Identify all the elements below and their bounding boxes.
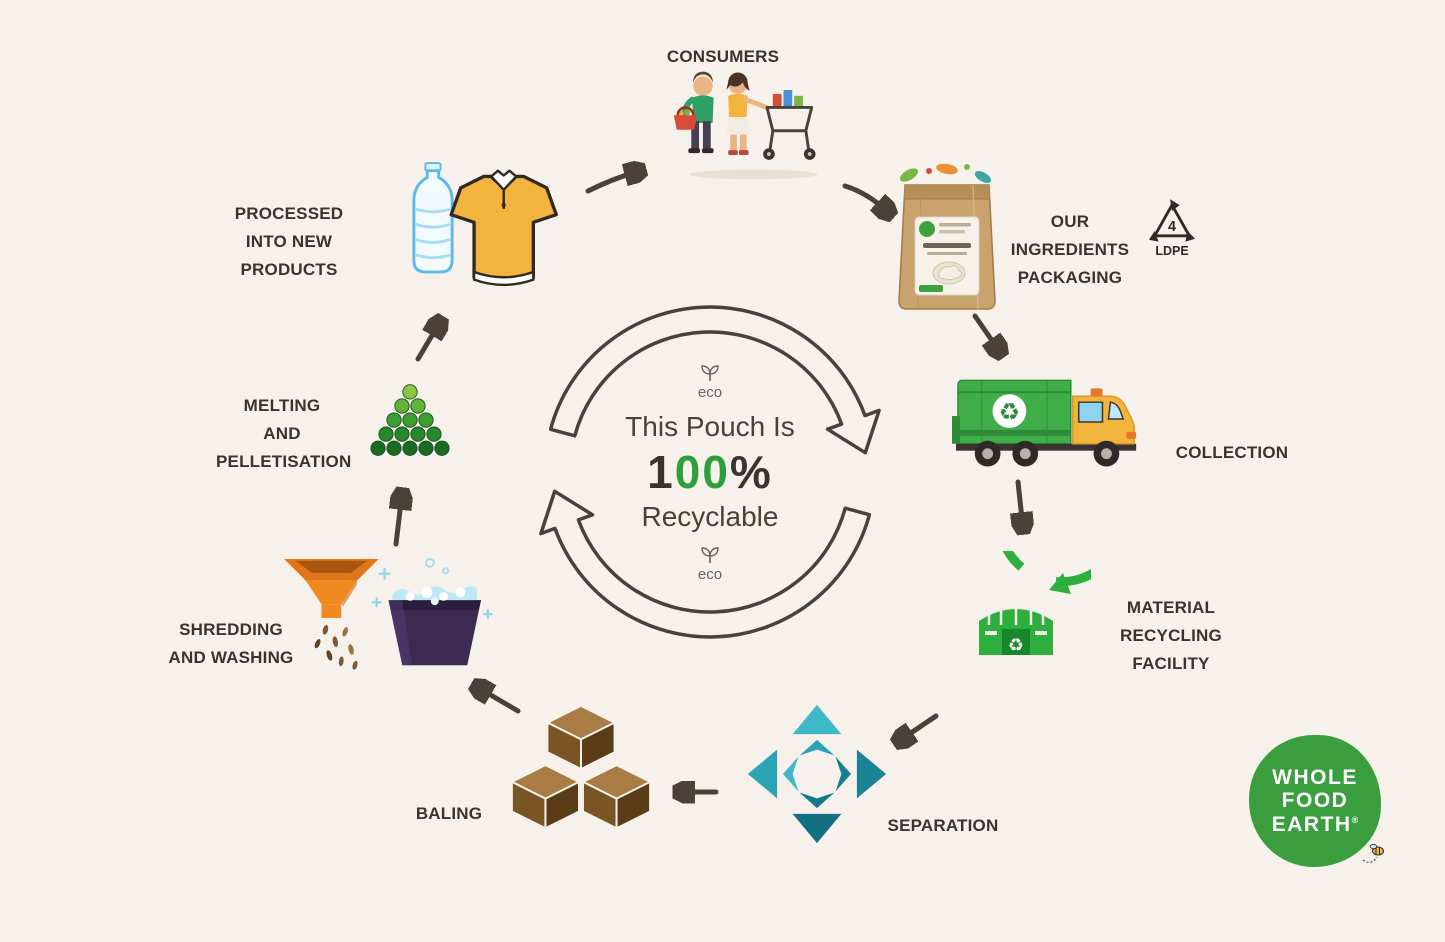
- eco-leaf-icon: [701, 547, 719, 563]
- eco-label-bottom: eco: [697, 566, 723, 583]
- melting-label-line1: MELTING: [243, 396, 321, 415]
- shredding-label: SHREDDING AND WASHING: [160, 616, 302, 672]
- center-line-1: This Pouch Is: [625, 411, 795, 442]
- packaging-label: OUR INGREDIENTS PACKAGING: [996, 208, 1144, 292]
- shredded-pieces: [314, 625, 358, 670]
- tshirt-icon: [449, 169, 558, 287]
- melting-label-line2: AND: [263, 424, 301, 444]
- registered-mark: ®: [1351, 814, 1359, 825]
- center-line-2: Recyclable: [641, 501, 779, 532]
- flow-arrow-consumers-to-packaging: [842, 183, 889, 213]
- brand-logo-line3: EARTH®: [1272, 813, 1358, 837]
- separation-label: SEPARATION: [887, 816, 999, 835]
- shredder-funnel: [284, 558, 379, 619]
- flow-arrow-melting-to-processed: [415, 322, 440, 362]
- flow-arrow-collection-to-facility: [1018, 479, 1023, 528]
- pct-prefix: 1: [647, 446, 675, 498]
- processed-label-line2: INTO NEW PRODUCTS: [240, 232, 338, 280]
- eco-label-top: eco: [697, 384, 723, 401]
- facility-label-line2: RECYCLING: [1120, 626, 1222, 646]
- shredding-label-line1: SHREDDING: [179, 620, 283, 639]
- separation-arrows-icon: [747, 704, 887, 844]
- facility-recycle-symbol-icon: ♻: [1008, 635, 1024, 655]
- bale-cube-left: [510, 764, 581, 830]
- shopper-man: [673, 71, 714, 154]
- consumers-label: CONSUMERS: [666, 47, 780, 66]
- facility-label-line1: MATERIAL: [1126, 598, 1216, 617]
- center-text: eco This Pouch Is 100% Recyclable eco: [510, 272, 910, 672]
- bottle-icon: [412, 162, 454, 274]
- bales-icon: [510, 704, 652, 830]
- melting-label-line3: PELLETISATION: [216, 452, 352, 472]
- cycle-arrows-icon: [539, 305, 881, 639]
- melting-label: MELTING AND PELLETISATION: [216, 392, 352, 476]
- flow-arrow-shredding-to-melting: [396, 494, 402, 547]
- consumers-illustration: [673, 71, 818, 180]
- brand-logo-circle: WHOLE FOOD EARTH®: [1249, 735, 1381, 867]
- bee-icon: [1362, 843, 1384, 863]
- pouch-icon: [898, 163, 996, 310]
- brand-logo-line2: FOOD: [1281, 789, 1349, 813]
- packaging-label-line2: PACKAGING: [1017, 268, 1123, 288]
- resin-number: 4: [1168, 219, 1176, 235]
- shredding-washing-icon: [284, 557, 493, 670]
- shopper-woman: [725, 72, 769, 156]
- center-percentage: 100%: [647, 445, 773, 499]
- garbage-truck-icon: ♻: [952, 379, 1137, 467]
- flow-arrow-processed-to-consumers: [585, 171, 640, 194]
- eco-badge-top: eco: [698, 361, 722, 401]
- flow-arrow-facility-to-separation: [899, 713, 939, 741]
- sparkle-icon: [371, 567, 493, 620]
- brand-logo-earth: EARTH: [1271, 812, 1352, 836]
- bale-cube-top: [546, 704, 616, 771]
- facility-label-line3: FACILITY: [1132, 654, 1210, 674]
- baling-label: BALING: [415, 804, 483, 823]
- facility-label: MATERIAL RECYCLING FACILITY: [1120, 594, 1222, 678]
- bale-cube-right: [581, 764, 652, 830]
- resin-code: LDPE: [1155, 244, 1188, 258]
- pct-zeros: 00: [674, 446, 730, 498]
- shopping-cart: [763, 90, 816, 160]
- brand-logo-line1: WHOLE: [1272, 765, 1358, 789]
- flow-arrow-packaging-to-collection: [972, 313, 1000, 352]
- brand-logo: WHOLE FOOD EARTH®: [1249, 735, 1384, 867]
- recycling-facility-icon: ♻: [979, 551, 1091, 655]
- new-products-icon: [412, 162, 558, 287]
- eco-badge-bottom: eco: [698, 543, 722, 583]
- processed-label-line1: PROCESSED: [234, 204, 344, 223]
- collection-label: COLLECTION: [1175, 443, 1289, 462]
- ldpe-resin-icon: 4 LDPE: [1148, 199, 1196, 258]
- washing-basin: [388, 557, 482, 666]
- shredding-label-line2: AND WASHING: [168, 648, 294, 668]
- pct-suffix: %: [729, 446, 773, 498]
- plastic-pellets-icon: [370, 384, 450, 456]
- eco-leaf-icon: [701, 365, 719, 381]
- truck-recycle-symbol-icon: ♻: [999, 399, 1020, 426]
- center-cycle: eco This Pouch Is 100% Recyclable eco: [510, 272, 910, 672]
- processed-label: PROCESSED INTO NEW PRODUCTS: [196, 200, 382, 284]
- packaging-label-line1: OUR INGREDIENTS: [1010, 212, 1130, 260]
